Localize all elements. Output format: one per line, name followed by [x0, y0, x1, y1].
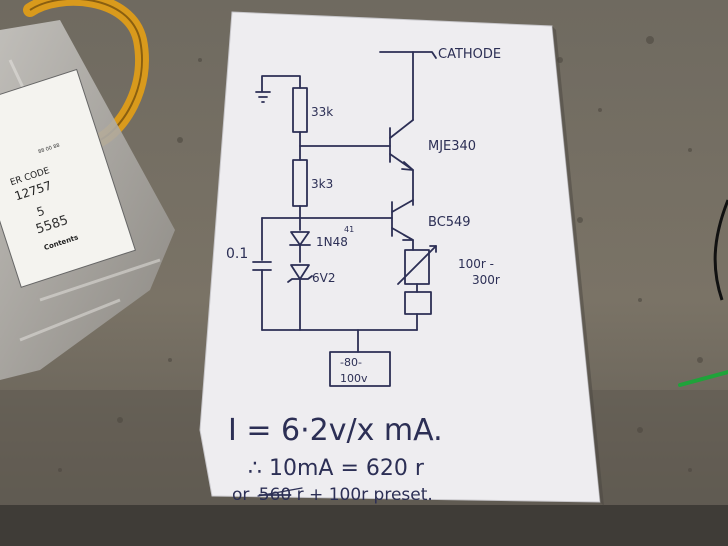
transistor-bc549-label: BC549	[428, 215, 471, 230]
preset-label-1: 100r -	[458, 257, 494, 271]
load-box	[404, 291, 432, 315]
zener-6v2	[287, 264, 313, 331]
component-bag: 88 00 88 ER CODE 12757 5 5585 Contents	[0, 20, 175, 380]
diode-label-suffix: 41	[344, 225, 354, 234]
transistor-mje340-label: MJE340	[428, 139, 476, 154]
bag-handwritten-1: 5	[35, 204, 47, 220]
preset-resistor	[397, 245, 437, 293]
paper-shadow	[552, 26, 604, 506]
strike-through-mark	[257, 487, 303, 497]
cathode-label: CATHODE	[438, 47, 501, 62]
preset-label-2: 300r	[472, 273, 500, 287]
notes: I = 6·2v/x mA. ∴ 10mA = 620 r or 560 r +…	[228, 413, 443, 505]
calc-line: ∴ 10mA = 620 r	[248, 456, 425, 481]
resistor-33k-label: 33k	[311, 105, 333, 119]
diode-1n4148	[289, 217, 311, 263]
transistor-bc549	[391, 199, 414, 251]
green-wire	[678, 370, 728, 387]
supply-label-2: 100v	[340, 372, 368, 385]
preset-line-rest: r + 100r preset.	[297, 485, 433, 505]
bag-label	[0, 68, 136, 288]
schematic: CATHODE 33k MJE340 3k3 BC549	[226, 47, 501, 387]
supply-box	[329, 351, 391, 387]
capacitor-0-1	[252, 217, 272, 331]
diode-label: 1N48	[316, 235, 348, 249]
resistor-3k3-label: 3k3	[311, 177, 333, 191]
preset-line-struck: 560	[259, 485, 291, 505]
preset-line-prefix: or	[232, 485, 249, 505]
bench-lower-shadow	[0, 505, 728, 546]
preset-line: or 560 r + 100r preset.	[232, 485, 433, 505]
formula-line: I = 6·2v/x mA.	[228, 413, 443, 448]
supply-label-1: -80-	[340, 356, 362, 369]
transistor-mje340	[389, 119, 414, 206]
capacitor-label: 0.1	[226, 246, 248, 262]
black-cable	[713, 199, 728, 301]
ground-symbol	[255, 75, 301, 103]
zener-label: 6V2	[312, 271, 335, 285]
bench-texture	[58, 36, 703, 472]
tape-roll	[23, 0, 149, 147]
